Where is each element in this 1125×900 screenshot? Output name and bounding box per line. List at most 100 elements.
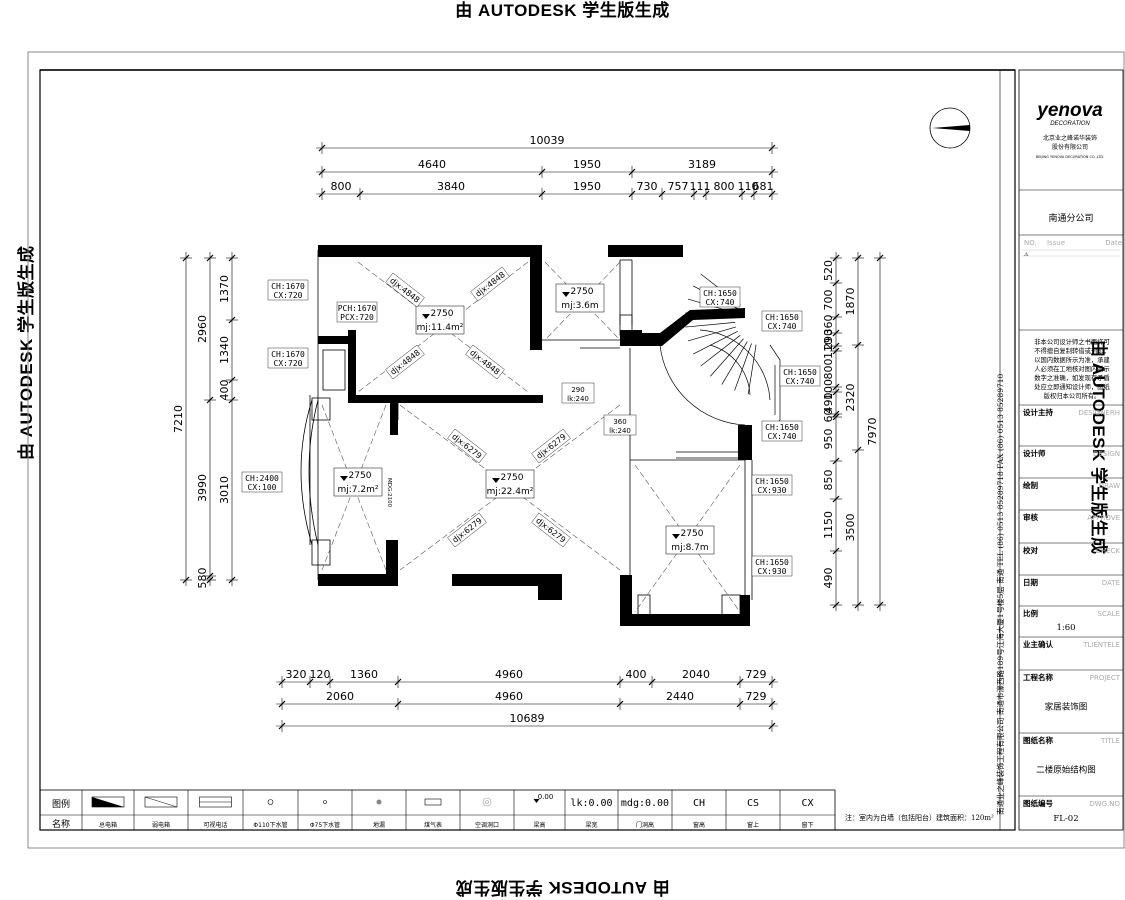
legend-header-label: 图例 [52, 798, 70, 810]
room-height: 2750 [349, 471, 372, 481]
issue-header-cell: NO. [1024, 239, 1037, 247]
window-height: CH:1670 [271, 282, 305, 291]
company-name-cn: 北京业之峰诺华装饰 [1043, 134, 1097, 142]
window-height: CH:1650 [765, 423, 799, 432]
legend-symbol-box-tri [91, 796, 125, 808]
window-height: CH:1650 [765, 313, 799, 322]
dim-top-row2: 3840 [437, 180, 465, 193]
beam-height: 360 [613, 418, 626, 426]
revision-icon: ⚠ [1024, 252, 1029, 258]
tb-row-value: 家居装饰图 [1045, 702, 1088, 713]
dim-top-row2: 757 [668, 180, 689, 193]
legend-symbol-text: CX [801, 798, 813, 809]
window-height: CH:1670 [271, 350, 305, 359]
company-address: 南通业之峰装饰工程有限公司 南通市濠西路189号江海大厦1号楼5层 南通 TEL… [995, 373, 1005, 815]
beam-height: 290 [571, 386, 584, 394]
window-sill: CX:100 [248, 483, 277, 492]
company-logo-sub: DECORATION [1050, 121, 1090, 127]
tb-row-label: 图纸名称 [1023, 735, 1053, 745]
dim-right-row2: 490 [822, 393, 835, 414]
dim-right-row2: 60 [822, 409, 835, 423]
dim-left-total: 7210 [172, 405, 185, 433]
notice-line: 以国内数据所示为准，承建 [1034, 355, 1110, 364]
dim-top-row2: 1950 [573, 180, 601, 193]
tb-row-en: APPROVE [1087, 514, 1120, 522]
issue-header-cell: Date [1105, 239, 1122, 247]
tb-row-en: DESIGNERH [1078, 409, 1120, 417]
room-area: mj:8.7m [671, 543, 708, 553]
dimension-lines [180, 142, 886, 732]
dim-top-total: 10039 [530, 134, 565, 147]
room-area: mj:22.4m² [487, 487, 534, 497]
legend-item-name: 梁宽 [585, 821, 597, 829]
tb-row-en: PROJECT [1090, 674, 1121, 682]
dim-bottom-row1: 4960 [495, 668, 523, 681]
dim-right-row2: 850 [822, 470, 835, 491]
room-area: mj:3.6m [561, 301, 598, 311]
dim-top-row2: 111 [690, 180, 711, 193]
legend-symbol-text: 0.00 [538, 793, 554, 801]
room-area: mj:11.4m² [417, 323, 464, 333]
tb-row-en: DATE [1102, 579, 1120, 587]
dim-bottom-row2: 2440 [666, 690, 694, 703]
dim-bottom-row2: 2060 [326, 690, 354, 703]
branch-name: 南通分公司 [1048, 212, 1093, 224]
dim-right-row2: 700 [822, 290, 835, 311]
window-sill: CX:740 [786, 377, 815, 386]
dim-right-row2: 800 [822, 359, 835, 380]
dim-top-row2: 800 [331, 180, 352, 193]
tb-row-value: FL-02 [1053, 814, 1078, 824]
dim-right-row1: 2320 [844, 384, 857, 412]
legend-symbol-text: CS [747, 798, 759, 809]
tb-row-label: 比例 [1023, 608, 1039, 618]
copyright-notice: 非本公司设计师之书面许可不得擅自复制转借或刊印，以国内数据所示为准，承建人必须在… [1034, 337, 1110, 400]
tb-row-label: 校对 [1023, 545, 1039, 555]
window-height: CH:2400 [245, 474, 279, 483]
dim-bottom-row1: 120 [310, 668, 331, 681]
tb-row-label: 设计主持 [1023, 407, 1053, 417]
dim-right-row2: 100 [822, 379, 835, 400]
tb-row-en: CHECK [1096, 547, 1120, 555]
legend-symbol-text: lk:0.00 [570, 798, 612, 809]
tb-row-label: 设计师 [1023, 448, 1046, 458]
dim-bottom-row1: 1360 [350, 668, 378, 681]
dim-bottom-row1: 729 [746, 668, 767, 681]
room-tags: 2750mj:11.4m²2750mj:3.6m2750mj:7.2m²2750… [333, 283, 715, 555]
tb-row-label: 审核 [1023, 512, 1039, 522]
diagonal-label: djx:4848 [474, 270, 507, 299]
dim-right-row1: 1870 [844, 288, 857, 316]
tb-row-value: 二楼原始结构图 [1036, 765, 1096, 776]
notice-line: 数字之准确，如发现有矛盾 [1034, 373, 1110, 382]
legend-symbol-box-diag [144, 796, 178, 808]
legend-symbol-circle-ring [482, 797, 492, 807]
dim-right-row2: 1150 [822, 511, 835, 539]
window-height: CH:1650 [755, 558, 789, 567]
diagonal-label: djx:4848 [388, 276, 421, 305]
room-height: 2750 [501, 473, 524, 483]
legend-symbol-text: mdg:0.00 [621, 798, 669, 809]
notice-line: 版权归本公司所有。 [1044, 391, 1101, 400]
tb-row-label: 工程名称 [1023, 672, 1053, 682]
dim-top-row2: 110 [738, 180, 759, 193]
company-name-cn-2: 股份有限公司 [1052, 143, 1088, 151]
tb-row-en: TITLE [1100, 737, 1120, 745]
notice-line: 人必须在工地核对图内所示 [1034, 364, 1110, 373]
legend-symbol-text: mdg:0.00 [621, 798, 669, 809]
window-sill: CX:930 [758, 486, 787, 495]
legend-item-name: 弱电箱 [152, 821, 170, 829]
window-height: CH:1650 [755, 477, 789, 486]
dim-left-row2: 400 [218, 380, 231, 401]
tb-row-value: 1:60 [1056, 623, 1075, 633]
legend-item-name: 总电箱 [99, 821, 117, 829]
legend-item-name: 煤气表 [424, 821, 442, 829]
window-sill: CX:740 [768, 432, 797, 441]
dim-bottom-row1: 400 [626, 668, 647, 681]
diagonal-label: djx:4848 [468, 348, 501, 377]
legend-item-name: 门洞高 [636, 821, 654, 829]
dim-left-row2: 3010 [218, 476, 231, 504]
legend-symbol-rect-txt [424, 798, 442, 806]
